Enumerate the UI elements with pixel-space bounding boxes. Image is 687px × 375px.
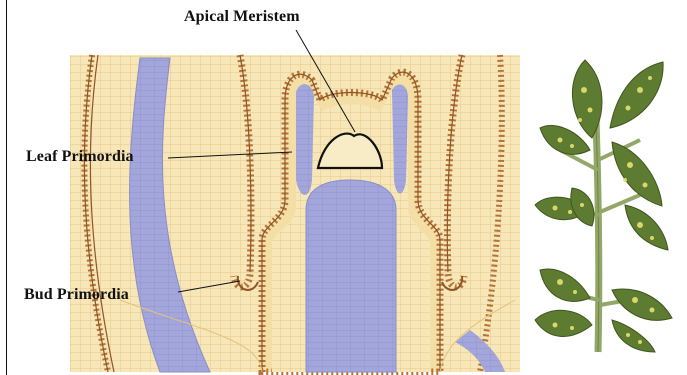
plant-leaf	[540, 269, 590, 301]
variegated-plant-illustration	[535, 60, 672, 352]
plant-leaf	[571, 188, 594, 226]
leaf-primordia-label: Leaf Primordia	[26, 148, 134, 166]
plant-leaf	[540, 125, 590, 154]
plant-leaf	[535, 310, 592, 336]
plant-leaf	[612, 320, 655, 352]
left-leaf-primordium-strand	[296, 84, 314, 195]
right-leaf-primordium-strand	[392, 84, 408, 193]
apical-meristem-label: Apical Meristem	[184, 8, 300, 26]
section-micrograph	[70, 55, 520, 372]
plant-leaf	[610, 62, 663, 128]
central-vascular-column	[306, 180, 396, 372]
bud-primordia-label: Bud Primordia	[24, 286, 129, 304]
plant-leaf	[572, 60, 602, 138]
plant-leaf	[612, 289, 672, 320]
plant-leaf	[625, 205, 668, 250]
